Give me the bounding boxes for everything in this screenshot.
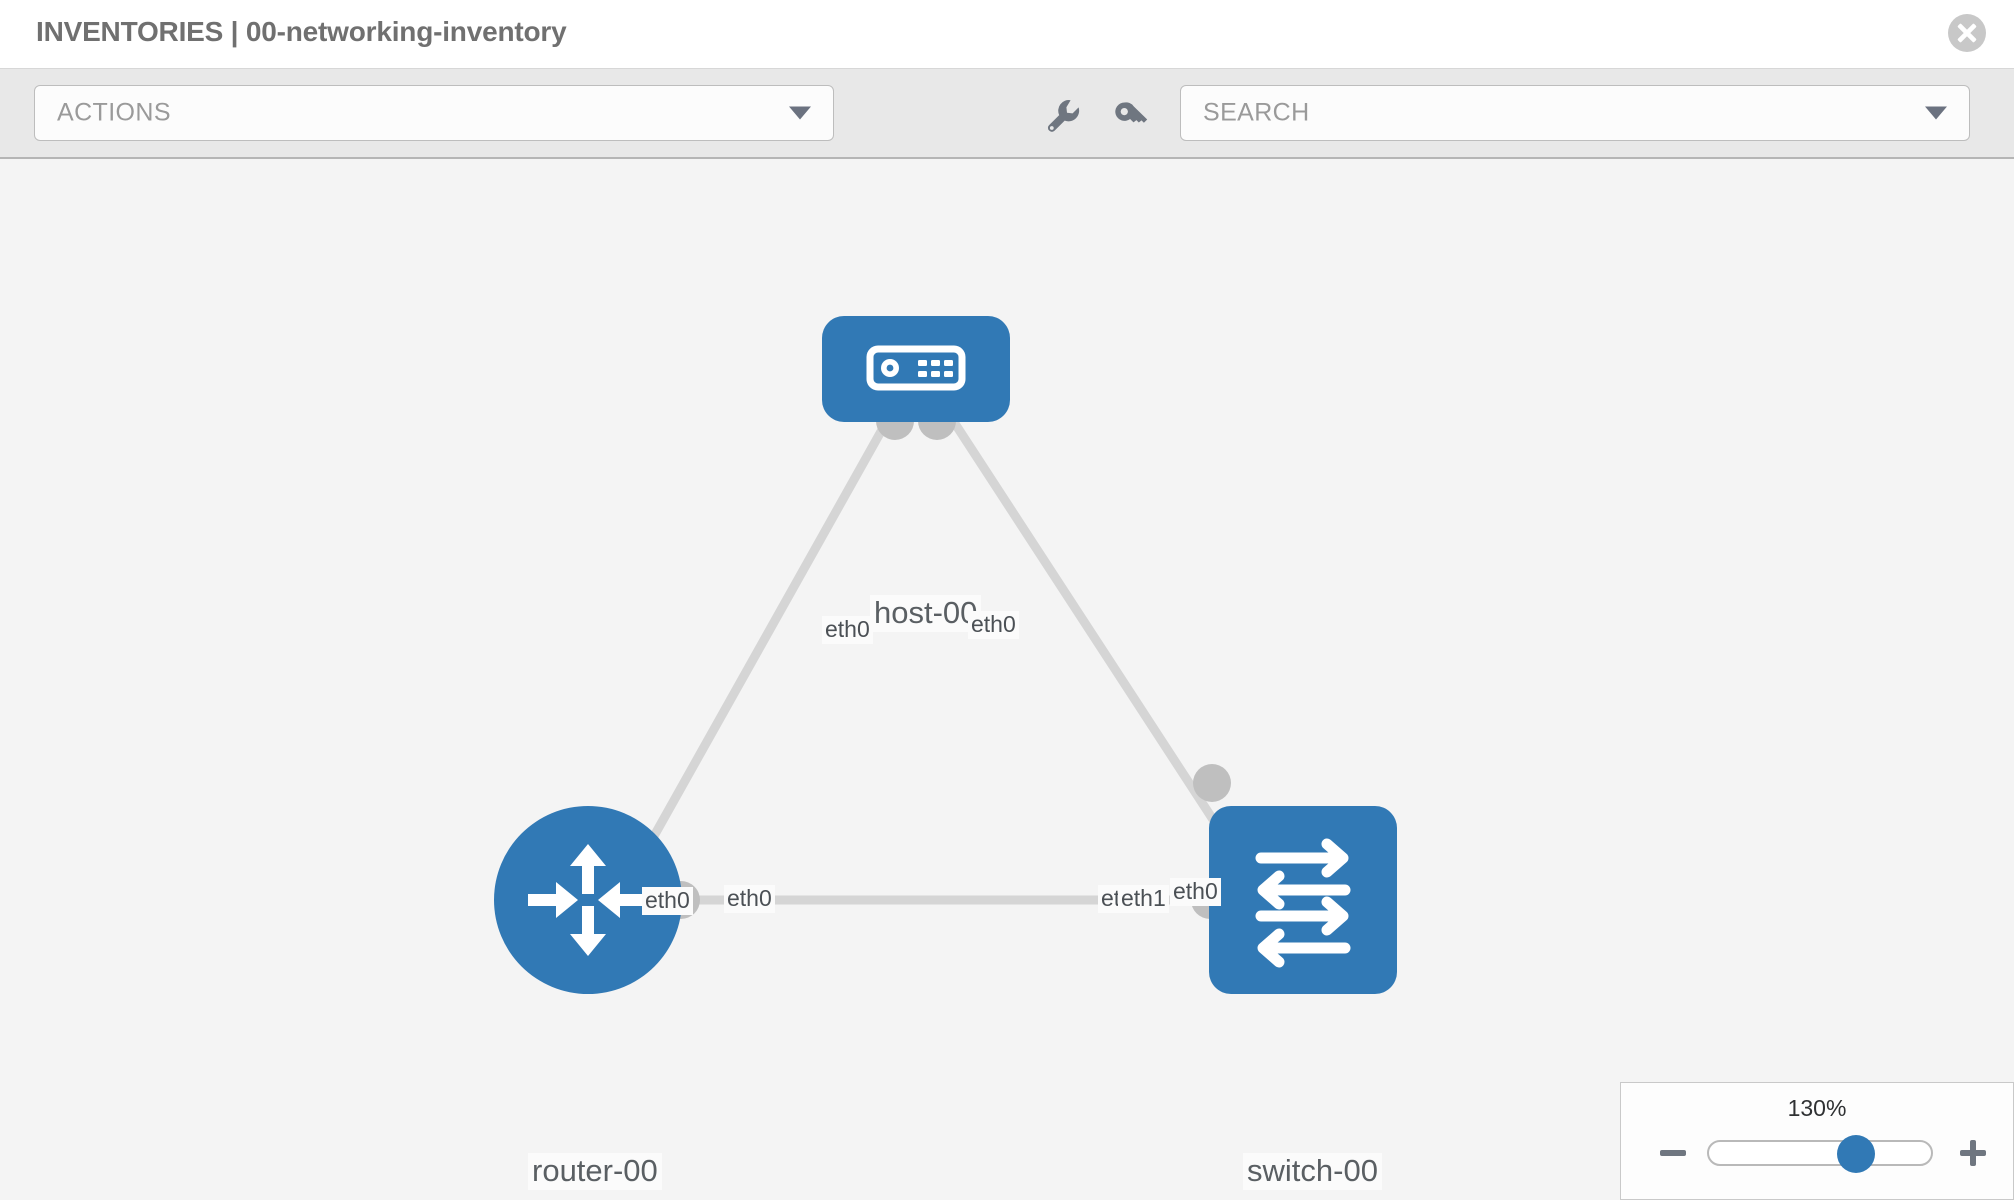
link-label-router-eth0: eth0 xyxy=(724,885,775,913)
link-host-switch xyxy=(947,414,1245,866)
toolbar: ACTIONS SEARCH xyxy=(0,69,2014,159)
wrench-icon[interactable] xyxy=(1040,93,1084,137)
link-label-switch-eth1: eth1 xyxy=(1118,885,1169,913)
chevron-down-icon xyxy=(789,106,811,120)
node-label-host: host-00 xyxy=(870,595,982,632)
page-header: INVENTORIES | 00-networking-inventory xyxy=(0,0,2014,69)
key-icon[interactable] xyxy=(1108,93,1152,137)
page-title: INVENTORIES | 00-networking-inventory xyxy=(36,16,567,47)
chevron-down-icon xyxy=(1925,106,1947,120)
search-placeholder: SEARCH xyxy=(1203,98,1310,127)
node-label-router: router-00 xyxy=(528,1153,662,1190)
topology-canvas[interactable]: host-00 eth0 eth0 eth0 eth0 eth0 eth eth… xyxy=(0,161,2014,1200)
link-label-host-eth0-right: eth0 xyxy=(968,611,1019,639)
actions-dropdown-label: ACTIONS xyxy=(57,98,171,127)
link-label-switch-eth0-uplink: eth0 xyxy=(1170,878,1221,906)
zoom-slider-row xyxy=(1621,1131,2013,1177)
link-label-router-eth0-uplink: eth0 xyxy=(642,887,693,915)
zoom-slider-thumb[interactable] xyxy=(1837,1135,1875,1173)
zoom-level-value: 130% xyxy=(1787,1095,1847,1121)
actions-dropdown[interactable]: ACTIONS xyxy=(34,85,834,141)
link-label-host-eth0-left: eth0 xyxy=(822,616,873,644)
port-dot-switch-top[interactable] xyxy=(1193,764,1231,802)
search-input[interactable]: SEARCH xyxy=(1180,85,1970,141)
server-icon xyxy=(822,316,1010,422)
switch-icon xyxy=(1209,806,1397,994)
close-icon[interactable] xyxy=(1948,14,1986,52)
minus-icon[interactable] xyxy=(1653,1133,1693,1173)
node-label-switch: switch-00 xyxy=(1243,1153,1382,1190)
link-host-router xyxy=(635,414,893,866)
zoom-control-panel: 130% xyxy=(1620,1082,2014,1200)
zoom-slider-track[interactable] xyxy=(1707,1135,1933,1173)
plus-icon[interactable] xyxy=(1953,1133,1993,1173)
